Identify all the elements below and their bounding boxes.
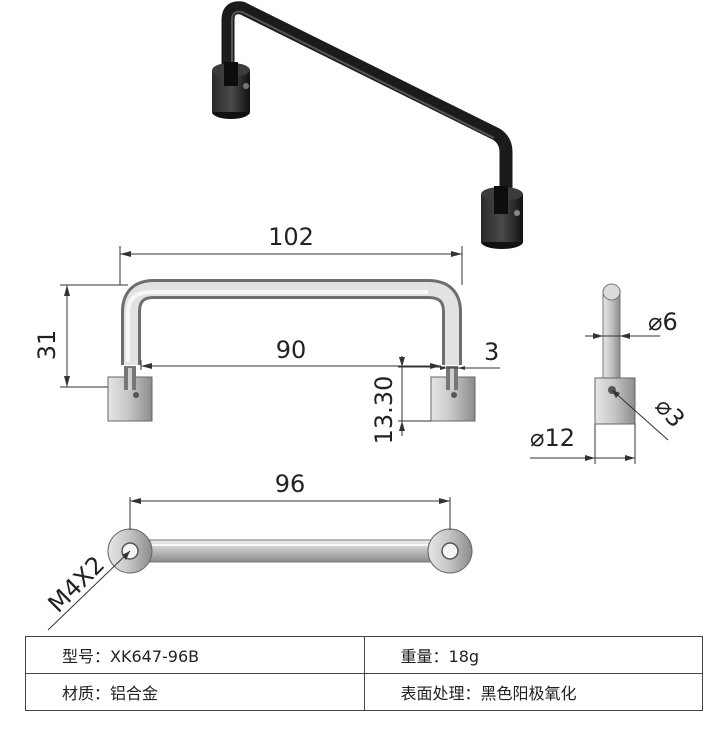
side-rod [602, 289, 621, 381]
side-base [594, 377, 636, 425]
dim-thread: M4X2 [43, 551, 111, 619]
spec-label: 材质： [62, 684, 111, 703]
spec-row: 型号：XK647-96B 重量：18g [25, 636, 703, 674]
dim-pin-hole-diameter: ⌀3 [650, 392, 691, 433]
top-view: 96 M4X2 [43, 470, 473, 631]
right-mount-post [481, 186, 523, 249]
dim-base-height: 13.30 [370, 376, 398, 445]
dim-slot-width: 3 [484, 338, 499, 366]
left-mount-post [212, 62, 250, 119]
dim-hole-spacing: 96 [275, 470, 306, 498]
spec-value: XK647-96B [110, 647, 200, 666]
spec-value: 铝合金 [110, 684, 159, 703]
dim-inner-span: 90 [276, 336, 307, 364]
dim-rod-diameter: ⌀6 [648, 308, 678, 336]
spec-cell-model: 型号：XK647-96B [25, 636, 365, 674]
spec-value: 黑色阳极氧化 [480, 684, 577, 703]
spec-cell-material: 材质：铝合金 [25, 673, 365, 711]
spec-row: 材质：铝合金 表面处理：黑色阳极氧化 [25, 673, 703, 711]
spec-label: 重量： [400, 647, 449, 666]
handle-3d-render [212, 1, 523, 249]
spec-label: 型号： [62, 647, 111, 666]
spec-label: 表面处理： [400, 684, 481, 703]
dim-base-diameter: ⌀12 [530, 424, 575, 452]
side-view: ⌀6 ⌀3 ⌀12 [530, 283, 691, 464]
spec-table: 型号：XK647-96B 重量：18g 材质：铝合金 表面处理：黑色阳极氧化 [25, 636, 703, 711]
spec-cell-weight: 重量：18g [363, 636, 703, 674]
dim-overall-length: 102 [268, 223, 314, 251]
spec-cell-finish: 表面处理：黑色阳极氧化 [363, 673, 703, 711]
spec-value: 18g [448, 647, 480, 666]
front-view: 102 31 90 3 13.30 [33, 223, 500, 444]
dim-height: 31 [33, 330, 61, 361]
technical-drawing: 102 31 90 3 13.30 ⌀6 [33, 1, 691, 631]
top-rod [149, 539, 437, 563]
